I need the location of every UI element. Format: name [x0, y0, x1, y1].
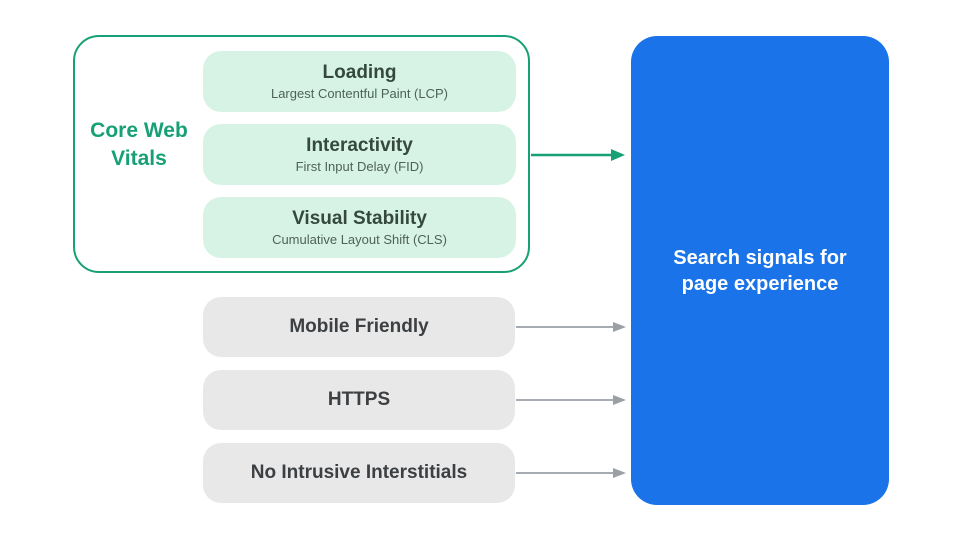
search-signals-box: Search signals for page experience: [631, 36, 889, 505]
vital-box-interactivity: Interactivity First Input Delay (FID): [203, 124, 516, 185]
vital-box-loading: Loading Largest Contentful Paint (LCP): [203, 51, 516, 112]
vital-subtitle-fid: First Input Delay (FID): [295, 159, 424, 174]
core-web-vitals-label: Core Web Vitals: [90, 119, 188, 170]
vital-title-interactivity: Interactivity: [306, 135, 413, 156]
vital-subtitle-cls: Cumulative Layout Shift (CLS): [272, 232, 447, 247]
signal-box-mobile-friendly: Mobile Friendly: [203, 297, 515, 357]
search-signals-label: Search signals for page experience: [673, 246, 847, 295]
vital-box-visual-stability: Visual Stability Cumulative Layout Shift…: [203, 197, 516, 258]
no-intrusive-interstitials-arrow: [516, 468, 626, 478]
core-web-vitals-arrow: [531, 149, 625, 161]
core-web-vitals-container: [73, 35, 530, 273]
signal-box-no-intrusive-interstitials: No Intrusive Interstitials: [203, 443, 515, 503]
https-arrow: [516, 395, 626, 405]
mobile-friendly-arrow: [516, 322, 626, 332]
vital-title-visual-stability: Visual Stability: [292, 208, 427, 229]
vital-subtitle-lcp: Largest Contentful Paint (LCP): [270, 86, 449, 101]
signal-box-https: HTTPS: [203, 370, 515, 430]
vital-title-loading: Loading: [322, 62, 397, 83]
